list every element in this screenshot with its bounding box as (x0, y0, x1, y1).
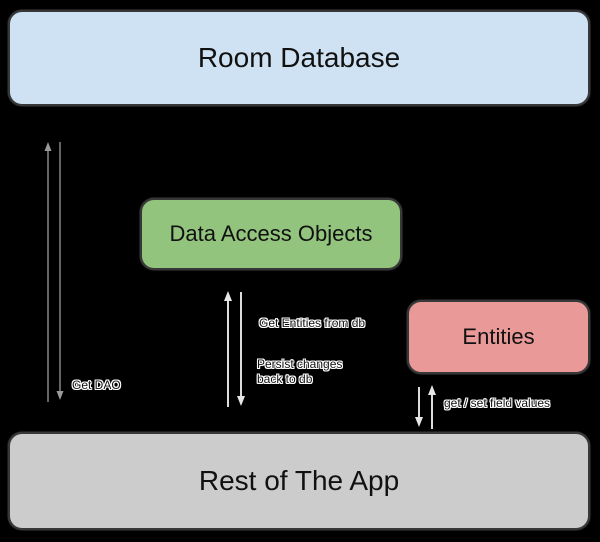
node-data-access-objects: Data Access Objects (140, 198, 402, 270)
arrow-dao-up-head (224, 291, 232, 301)
edge-label-get-entities-from-db: Get Entities from db (259, 316, 366, 330)
node-room-database-label: Room Database (197, 42, 401, 73)
node-entities: Entities (407, 300, 590, 374)
arrow-dao-down-head (237, 396, 245, 406)
node-rest-of-the-app: Rest of The App (8, 432, 590, 530)
edge-label-get-dao: Get DAO (72, 378, 121, 392)
edge-label-persist-changes: Persist changes back to db (257, 357, 343, 386)
arrow-get-dao-down-head (56, 391, 64, 400)
edge-label-get-set-field-values: get / set field values (444, 396, 551, 410)
arrow-entities-down-head (415, 417, 423, 427)
node-entities-label: Entities (462, 324, 535, 349)
arrow-get-dao-up-head (44, 142, 52, 151)
node-data-access-objects-label: Data Access Objects (169, 221, 373, 246)
node-rest-of-the-app-label: Rest of The App (198, 465, 400, 496)
arrow-entities-up-head (428, 385, 436, 395)
node-room-database: Room Database (8, 10, 590, 106)
